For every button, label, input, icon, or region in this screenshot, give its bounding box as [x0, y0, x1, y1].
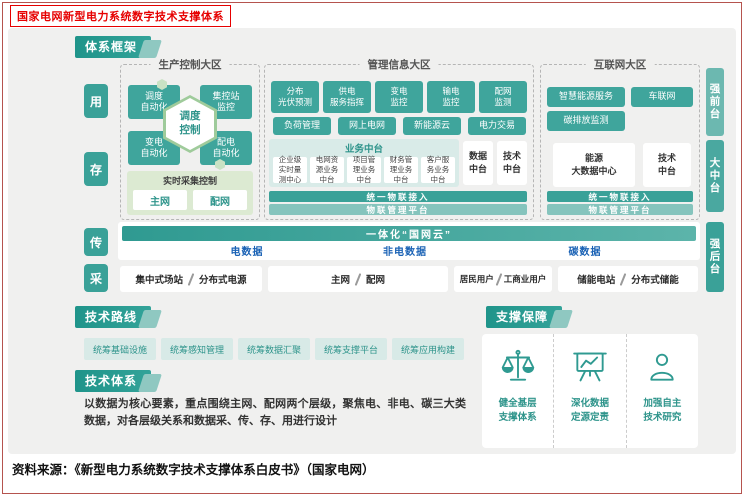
collect-box-storage: 储能电站 分布式储能 [558, 266, 698, 292]
collect-left: 储能电站 [577, 275, 616, 286]
support-item: 加强自主 技术研究 [625, 334, 698, 448]
realtime-boxes-row: 主网 配网 [133, 190, 247, 210]
tab-back-platform: 强后台 [706, 222, 724, 292]
framework-header-ribbon: 体系框架 [75, 36, 152, 58]
scales-icon [499, 348, 537, 391]
tech-route-ribbon: 技术路线 [75, 306, 152, 328]
collect-box-users: 居民用户 工商业用户 [454, 266, 552, 292]
business-platform-label: 业务中台 [344, 144, 383, 155]
support-ribbon: 支撑保障 [486, 306, 563, 328]
collect-box-grids: 主网 配网 [268, 266, 448, 292]
box-substation-monitoring: 变电 监控 [375, 81, 423, 113]
business-middle-platform-panel: 业务中台 企业级 实时量 测中心 电网资 源业务 中台 项目管 理业务 中台 财… [269, 139, 459, 187]
zone-internet-label: 互联网大区 [585, 57, 655, 72]
zone-production-control: 生产控制大区 调度 自动化 集控站 监控 变电 自动化 配电 自动化 调度 控制… [120, 57, 260, 220]
route-box-support-platform: 统筹支撑平台 [315, 338, 387, 360]
box-tech-platform-internet: 技术 中台 [643, 143, 691, 187]
collect-right: 配网 [366, 275, 386, 286]
bar-iot-management-platform-internet: 物联管理平台 [547, 204, 693, 215]
bar-unified-iot-access-internet: 统一物联接入 [547, 191, 693, 202]
label-non-electric-data: 非电数据 [383, 247, 427, 258]
slash-separator [495, 272, 503, 286]
collect-right: 分布式电源 [199, 275, 247, 286]
support-panel: 健全基层 支撑体系 深化数据 定源定责 加强自主 技术研究 [482, 334, 698, 448]
source-line: 资料来源：《新型电力系统数字技术支撑体系白皮书》（国家电网） [12, 463, 375, 477]
support-label: 加强自主 技术研究 [643, 398, 682, 423]
box-project-management-platform: 项目管 理业务 中台 [347, 155, 381, 184]
box-distributed-pv-forecast: 分布 光伏预测 [271, 81, 319, 113]
support-label: 健全基层 支撑体系 [498, 398, 537, 423]
tab-front-platform: 强前台 [706, 68, 724, 136]
collect-left: 集中式场站 [135, 275, 183, 286]
hexagon-decoration [215, 159, 225, 170]
box-customer-service-platform: 客户服 务业务 中台 [421, 155, 455, 184]
tab-store: 存 [84, 152, 108, 186]
box-power-service-command: 供电 服务指挥 [323, 81, 371, 113]
support-item: 深化数据 定源定责 [553, 334, 625, 448]
bar-iot-management-platform: 物联管理平台 [269, 204, 527, 215]
box-main-grid: 主网 [133, 190, 187, 210]
collect-left: 主网 [330, 275, 350, 286]
realtime-panel-label: 实时采集控制 [162, 176, 217, 186]
tech-system-description: 以数据为核心要素，重点围绕主网、配网两个层级，聚焦电、非电、碳三大类数据，对各层… [84, 398, 466, 428]
box-power-trading: 电力交易 [468, 117, 526, 135]
figure-title: 国家电网新型电力系统数字技术支撑体系 [10, 5, 231, 27]
realtime-collection-panel: 实时采集控制 主网 配网 [127, 171, 253, 215]
person-icon [643, 348, 681, 391]
box-new-energy-cloud: 新能源云 [403, 117, 461, 135]
box-distribution-monitoring: 配网 监测 [479, 81, 527, 113]
tab-transmit: 传 [84, 228, 108, 256]
support-item: 健全基层 支撑体系 [482, 334, 553, 448]
slash-separator [619, 272, 627, 286]
box-load-management: 负荷管理 [273, 117, 331, 135]
zone-internet: 互联网大区 智慧能源服务 车联网 碳排放监测 能源 大数据中心 技术 中台 统一… [540, 57, 700, 220]
bar-unified-iot-access: 统一物联接入 [269, 191, 527, 202]
collect-right: 分布式储能 [631, 275, 679, 286]
slash-separator [187, 272, 195, 286]
cloud-band: 一体化“国网云” 电数据 非电数据 碳数据 [118, 222, 700, 260]
state-grid-cloud-bar: 一体化“国网云” [122, 226, 696, 241]
collect-box-stations: 集中式场站 分布式电源 [120, 266, 262, 292]
box-internet-of-vehicles: 车联网 [631, 87, 693, 107]
slash-separator [354, 272, 362, 286]
route-box-sensing: 统筹感知管理 [161, 338, 233, 360]
zone-management-label: 管理信息大区 [359, 57, 439, 72]
box-data-platform: 数据 中台 [463, 141, 493, 185]
chart-board-icon [571, 348, 609, 391]
tab-use: 用 [84, 84, 108, 118]
route-box-infrastructure: 统筹基础设施 [84, 338, 156, 360]
zone-management-information: 管理信息大区 分布 光伏预测 供电 服务指挥 变电 监控 输电 监控 配网 监测… [264, 57, 534, 220]
zone-production-label: 生产控制大区 [150, 57, 230, 72]
box-transmission-monitoring: 输电 监控 [427, 81, 475, 113]
box-energy-big-data-center: 能源 大数据中心 [553, 143, 635, 187]
tab-collect: 采 [84, 264, 108, 292]
label-electric-data: 电数据 [230, 247, 264, 258]
box-smart-energy-service: 智慧能源服务 [547, 87, 625, 107]
box-grid-resource-platform: 电网资 源业务 中台 [310, 155, 344, 184]
box-dispatch-automation: 调度 自动化 [128, 85, 180, 119]
collect-right: 工商业用户 [503, 274, 547, 284]
support-label: 深化数据 定源定责 [570, 398, 609, 423]
box-tech-platform: 技术 中台 [497, 141, 527, 185]
box-carbon-emission-monitoring: 碳排放监测 [547, 111, 625, 131]
route-box-data-aggregation: 统筹数据汇聚 [238, 338, 310, 360]
box-distribution-grid: 配网 [193, 190, 247, 210]
business-boxes-row: 企业级 实时量 测中心 电网资 源业务 中台 项目管 理业务 中台 财务管 理业… [273, 155, 455, 184]
hexagon-decoration [157, 79, 167, 90]
route-box-application: 统筹应用构建 [392, 338, 464, 360]
box-online-grid: 网上电网 [338, 117, 396, 135]
box-enterprise-measurement-center: 企业级 实时量 测中心 [273, 155, 307, 184]
tech-system-ribbon: 技术体系 [75, 370, 152, 392]
collect-left: 居民用户 [459, 274, 494, 284]
box-finance-management-platform: 财务管 理业务 中台 [384, 155, 418, 184]
tab-middle-platform: 大中台 [706, 140, 724, 212]
hexagon-label: 调度 控制 [179, 110, 201, 136]
label-carbon-data: 碳数据 [568, 247, 602, 258]
